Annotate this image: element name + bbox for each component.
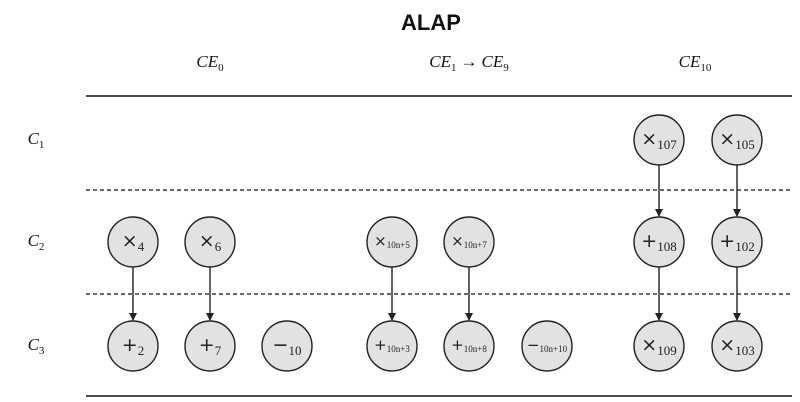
node-index: 2 <box>138 343 145 358</box>
node-label: ×10n+5 <box>374 232 410 250</box>
node-label: +10n+8 <box>451 336 487 354</box>
node-operator: + <box>122 334 138 356</box>
node-n7: +7 <box>184 320 236 372</box>
node-operator: − <box>527 336 540 354</box>
node-label: ×4 <box>122 230 145 254</box>
row-label-c2: C2 <box>28 231 45 253</box>
node-n4: ×4 <box>107 216 159 268</box>
node-n10n5: ×10n+5 <box>366 216 418 268</box>
node-n10n7: ×10n+7 <box>443 216 495 268</box>
node-n10n3: +10n+3 <box>366 320 418 372</box>
node-operator: + <box>719 230 735 252</box>
node-circle <box>521 320 573 372</box>
column-header-ce0: CE0 <box>196 52 224 74</box>
node-circle <box>633 320 685 372</box>
node-operator: + <box>451 336 464 354</box>
nodes-layer: ×4×6+2+7−10×10n+5×10n+7+10n+3+10n+8−10n+… <box>107 114 763 372</box>
node-index: 7 <box>215 343 222 358</box>
node-operator: × <box>451 232 464 250</box>
node-operator: + <box>199 334 215 356</box>
node-circle <box>633 114 685 166</box>
row-label-c1: C1 <box>28 129 45 151</box>
node-n6: ×6 <box>184 216 236 268</box>
node-index: 10n+5 <box>387 240 411 250</box>
node-n10n8: +10n+8 <box>443 320 495 372</box>
node-label: −10n+10 <box>527 336 568 354</box>
node-index: 10n+3 <box>387 344 411 354</box>
node-operator: × <box>641 128 657 150</box>
node-label: ×109 <box>641 334 676 358</box>
node-index: 6 <box>215 239 222 254</box>
node-circle <box>184 216 236 268</box>
node-n102: +102 <box>711 216 763 268</box>
node-n109: ×109 <box>633 320 685 372</box>
node-circle <box>633 216 685 268</box>
node-index: 107 <box>657 137 677 152</box>
node-circle <box>711 216 763 268</box>
edges-layer <box>129 165 741 321</box>
node-n107: ×107 <box>633 114 685 166</box>
node-label: +10n+3 <box>374 336 410 354</box>
node-circle <box>107 216 159 268</box>
row-label-c3: C3 <box>28 335 45 357</box>
node-n108: +108 <box>633 216 685 268</box>
node-operator: × <box>374 232 387 250</box>
node-index: 103 <box>735 343 755 358</box>
node-label: ×107 <box>641 128 677 152</box>
node-index: 4 <box>138 239 145 254</box>
node-operator: × <box>719 334 735 356</box>
node-n10n10: −10n+10 <box>521 320 573 372</box>
node-operator: + <box>374 336 387 354</box>
node-index: 109 <box>657 343 677 358</box>
node-label: +108 <box>641 230 676 254</box>
node-label: ×10n+7 <box>451 232 487 250</box>
node-index: 105 <box>735 137 755 152</box>
node-n10: −10 <box>261 320 313 372</box>
node-operator: + <box>641 230 657 252</box>
node-operator: × <box>122 230 138 252</box>
column-header-ce10: CE10 <box>679 52 712 74</box>
node-operator: − <box>273 334 289 356</box>
node-label: −10 <box>273 334 302 358</box>
node-circle <box>711 320 763 372</box>
node-operator: × <box>641 334 657 356</box>
node-operator: × <box>719 128 735 150</box>
node-circle <box>366 320 418 372</box>
node-circle <box>443 320 495 372</box>
node-index: 10n+8 <box>464 344 488 354</box>
node-index: 10n+10 <box>540 344 568 354</box>
node-circle <box>711 114 763 166</box>
node-n2: +2 <box>107 320 159 372</box>
node-label: +7 <box>199 334 222 358</box>
node-operator: × <box>199 230 215 252</box>
node-label: +2 <box>122 334 144 358</box>
node-label: +102 <box>719 230 754 254</box>
node-label: ×6 <box>199 230 222 254</box>
node-index: 10n+7 <box>464 240 488 250</box>
diagram-title: ALAP <box>401 10 461 35</box>
node-index: 102 <box>735 239 755 254</box>
node-n105: ×105 <box>711 114 763 166</box>
node-n103: ×103 <box>711 320 763 372</box>
column-header-ce1-9: CE1→CE9 <box>429 52 509 74</box>
node-circle <box>107 320 159 372</box>
node-index: 108 <box>657 239 677 254</box>
node-index: 10 <box>288 343 301 358</box>
node-label: ×103 <box>719 334 754 358</box>
node-circle <box>366 216 418 268</box>
node-circle <box>261 320 313 372</box>
node-circle <box>443 216 495 268</box>
node-circle <box>184 320 236 372</box>
node-label: ×105 <box>719 128 754 152</box>
